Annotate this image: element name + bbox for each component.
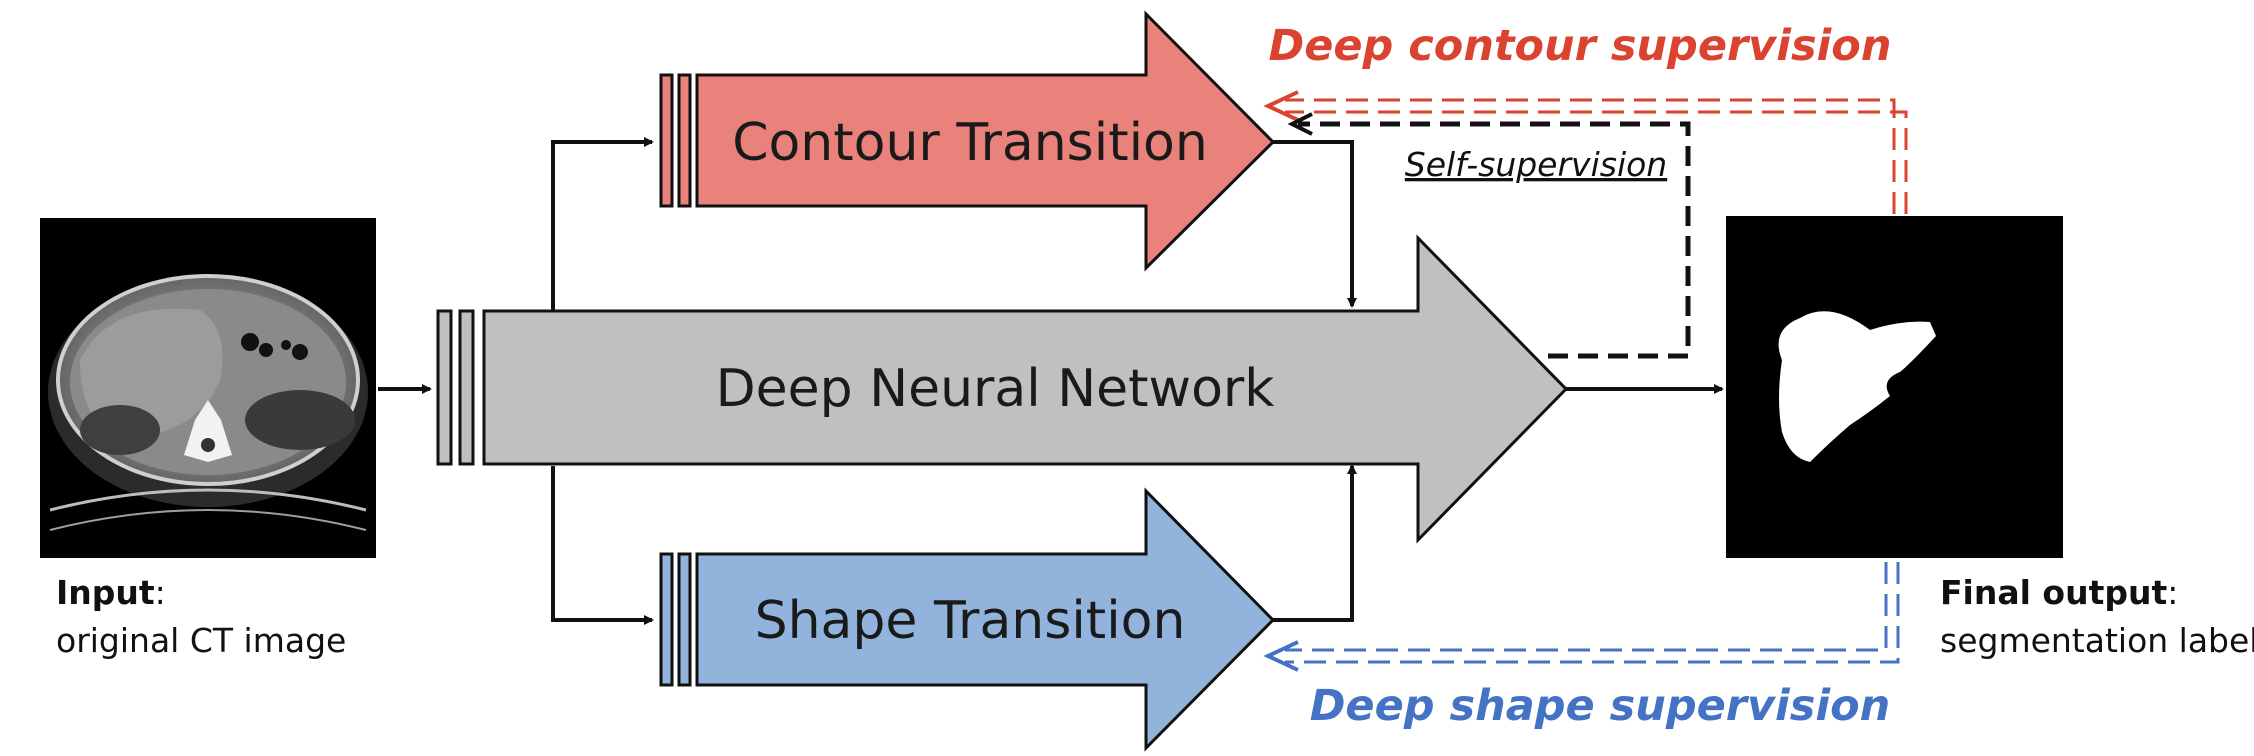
output-segmentation-image [1726,216,2063,558]
shape-transition-label: Shape Transition [755,591,1186,651]
contour-supervision-arrowhead [1263,90,1299,122]
input-caption-line1: Input: [56,573,166,612]
shape-transition-block: Shape Transition [659,487,1276,752]
contour-transition-block: Contour Transition [659,10,1276,272]
input-caption-desc: original CT image [56,621,346,660]
contour-transition-arrow [695,10,1276,272]
contour-supervision-path [1285,98,1908,214]
connector-lines [378,137,1724,625]
shape-supervision-path [1285,562,1900,664]
contour-transition-label: Contour Transition [732,113,1208,173]
output-caption-colon: : [2167,573,2178,612]
self-supervision-path [1298,121,1691,359]
dnn-label: Deep Neural Network [716,359,1275,419]
input-ct-image [40,218,376,558]
dnn-arrow [482,234,1569,544]
shape-supervision-arrowhead [1263,640,1299,672]
self-supervision-label: Self-supervision [1405,145,1667,184]
shape-supervision-label: Deep shape supervision [1310,681,1891,731]
output-caption-line1: Final output: [1940,573,2178,612]
output-caption-desc: segmentation label [1940,621,2254,660]
shape-transition-arrow [695,487,1276,752]
input-caption-title: Input [56,573,155,612]
dnn-block: Deep Neural Network [436,234,1569,544]
input-caption-colon: : [155,573,166,612]
contour-supervision-label: Deep contour supervision [1269,21,1892,71]
self-supervision-arrowhead [1287,112,1313,136]
output-caption-title: Final output [1940,573,2167,612]
